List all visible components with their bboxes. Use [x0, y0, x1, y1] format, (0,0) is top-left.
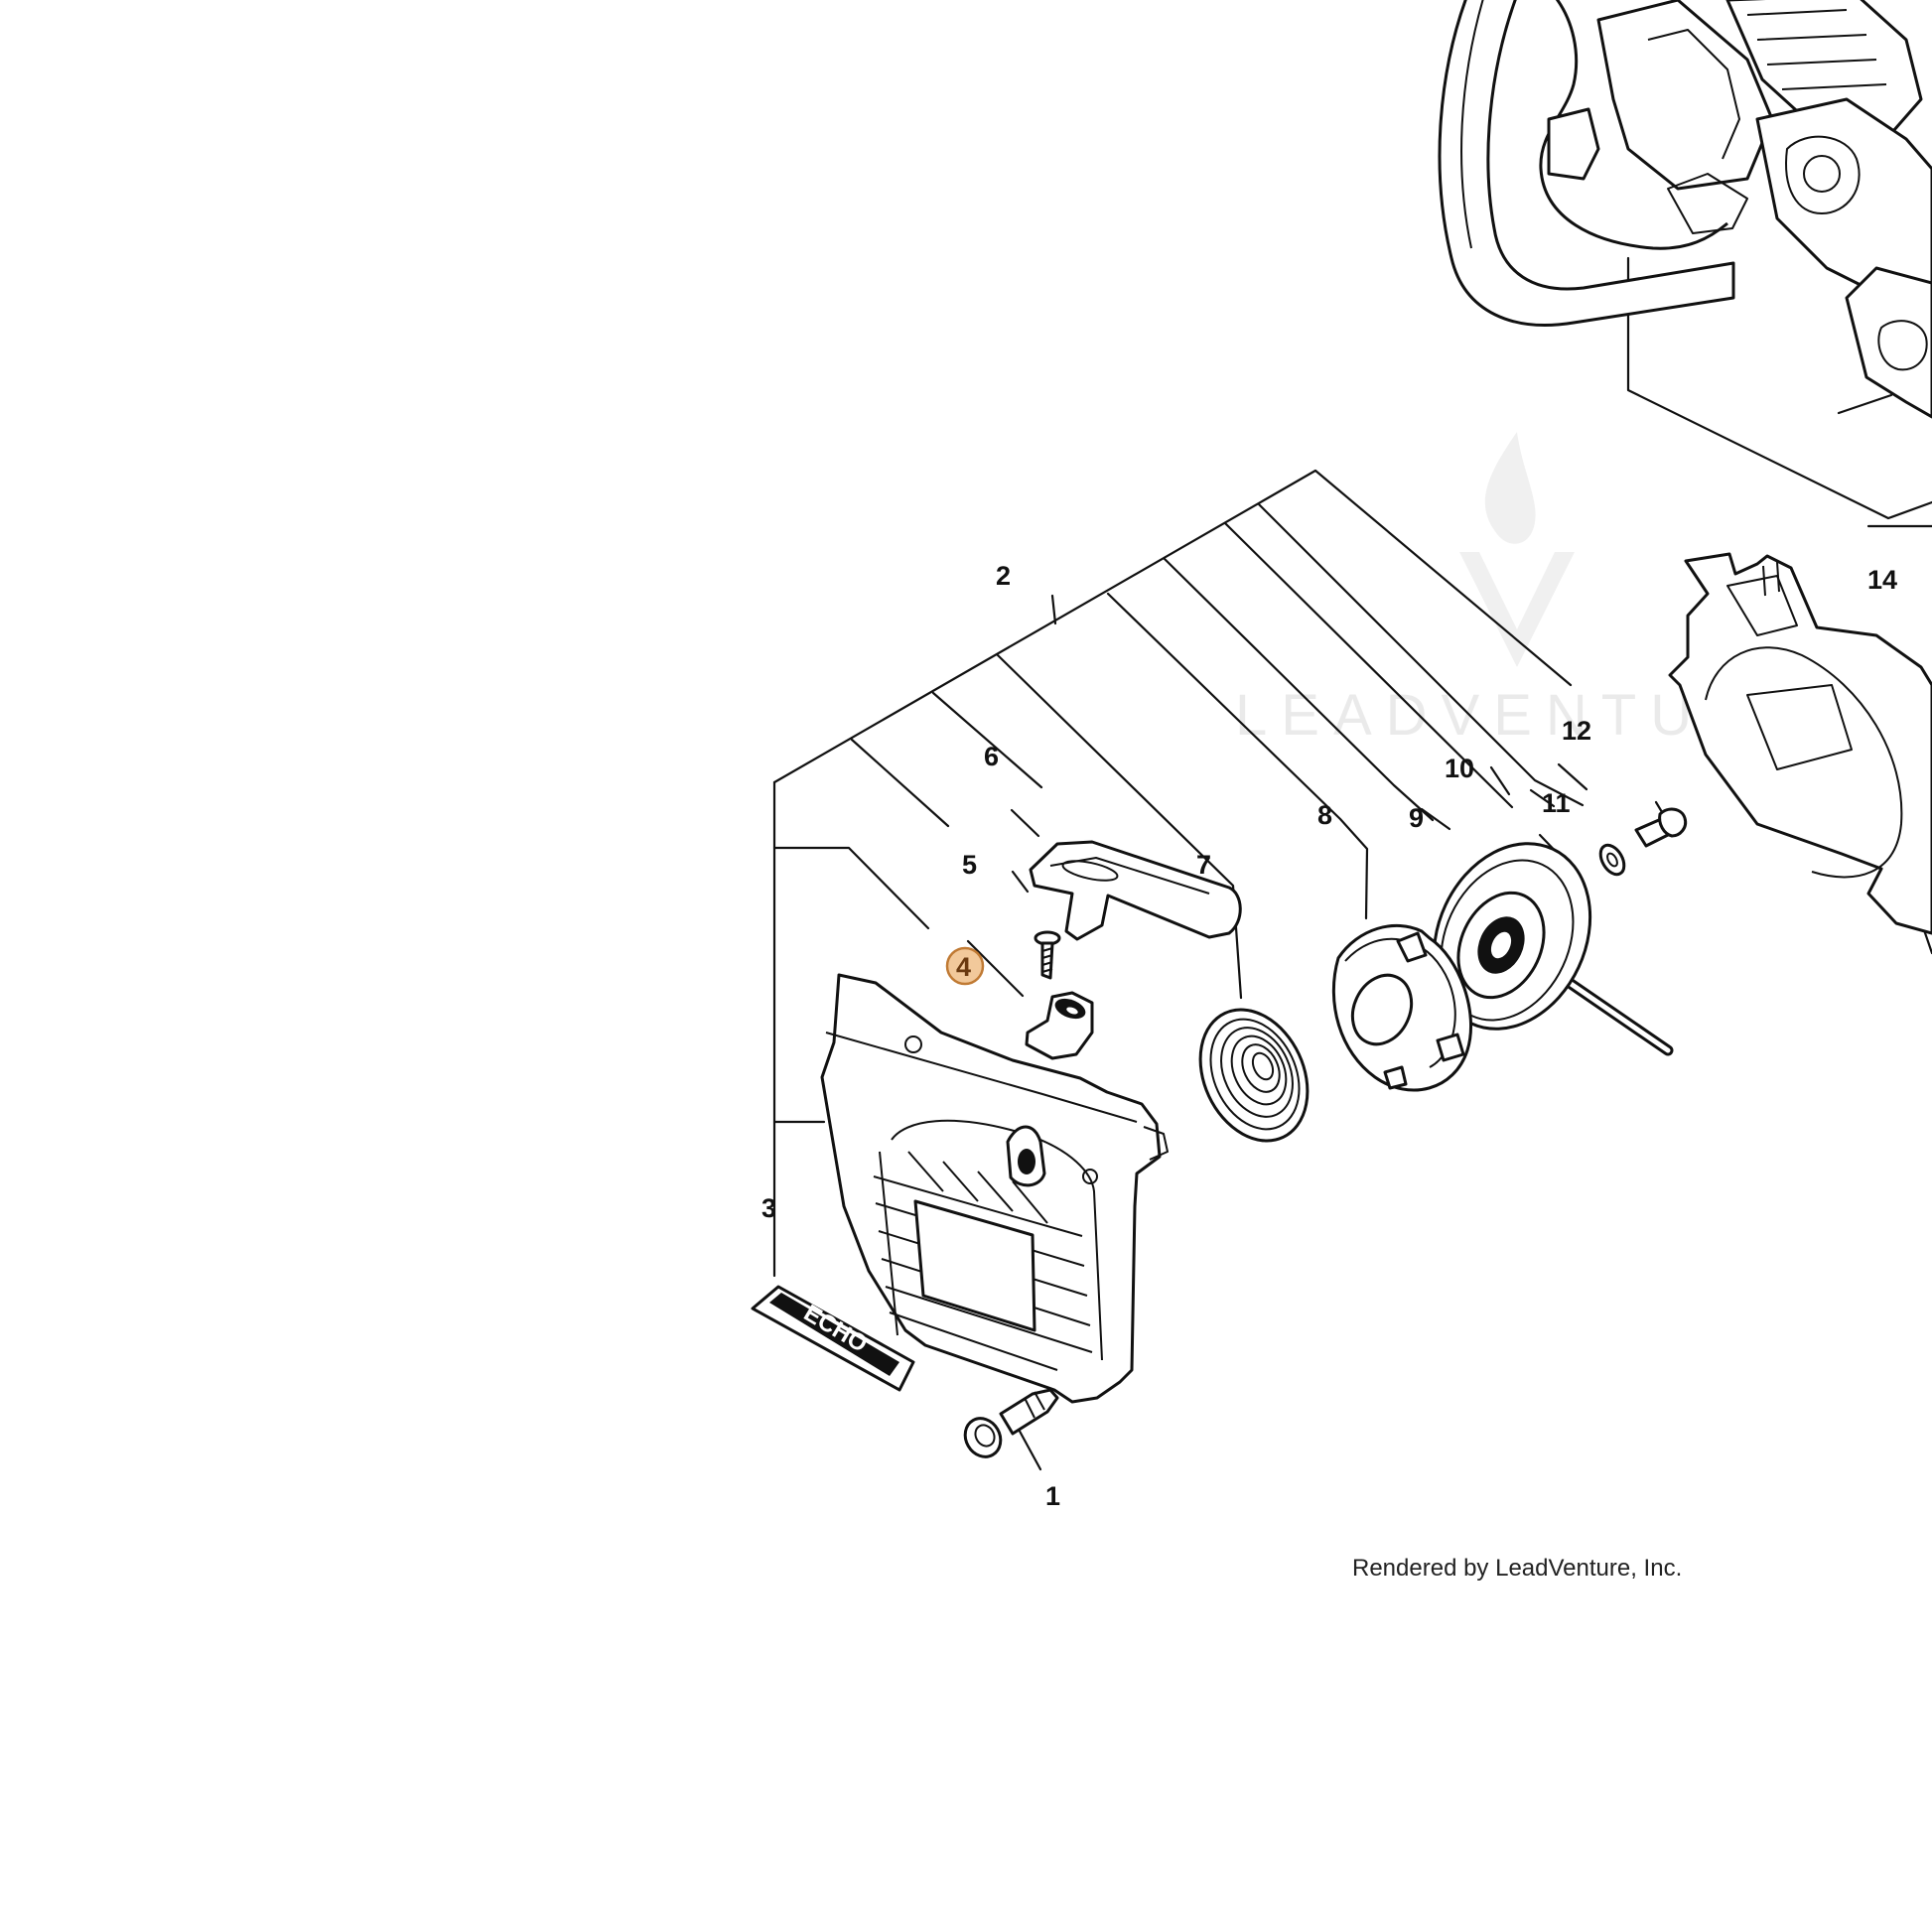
leader-lines	[772, 256, 1932, 1471]
part-7-recoil-spring	[1198, 1008, 1310, 1143]
part-5-screw	[1034, 930, 1061, 980]
part-11-washer	[1598, 843, 1626, 877]
render-credit: Rendered by LeadVenture, Inc.	[1352, 1555, 1683, 1582]
callout-4: 4	[956, 952, 971, 982]
callout-7: 7	[1196, 850, 1211, 880]
callout-12: 12	[1562, 716, 1591, 746]
callout-5: 5	[962, 850, 977, 880]
part-4-rope-guide	[1025, 991, 1094, 1060]
callout-8: 8	[1317, 800, 1332, 830]
part-3-starter-cover	[820, 973, 1169, 1404]
callout-14: 14	[1867, 565, 1897, 595]
part-6-starter-handle	[1029, 840, 1242, 941]
callout-6: 6	[984, 742, 999, 771]
part-1-bolt	[963, 1388, 1059, 1458]
part-12-bolt	[1634, 807, 1688, 848]
callout-4-highlight	[945, 946, 985, 986]
part-10-rope	[1561, 975, 1674, 1056]
callout-10: 10	[1445, 754, 1474, 783]
callout-3: 3	[761, 1193, 776, 1223]
callout-9: 9	[1409, 803, 1424, 833]
callout-2: 2	[996, 561, 1011, 591]
part-9-pulley	[1432, 842, 1592, 1031]
callout-labels: 1 2 3 4 5 6 7 8 9 10 11 12 14	[761, 561, 1897, 1511]
callout-11: 11	[1542, 788, 1571, 818]
engine-handle-assembly	[1438, 0, 1932, 419]
part-8-spring-case	[1331, 923, 1472, 1092]
watermark-logo	[1459, 432, 1575, 667]
part-14-starter-housing	[1668, 552, 1932, 935]
callout-1: 1	[1045, 1481, 1060, 1511]
